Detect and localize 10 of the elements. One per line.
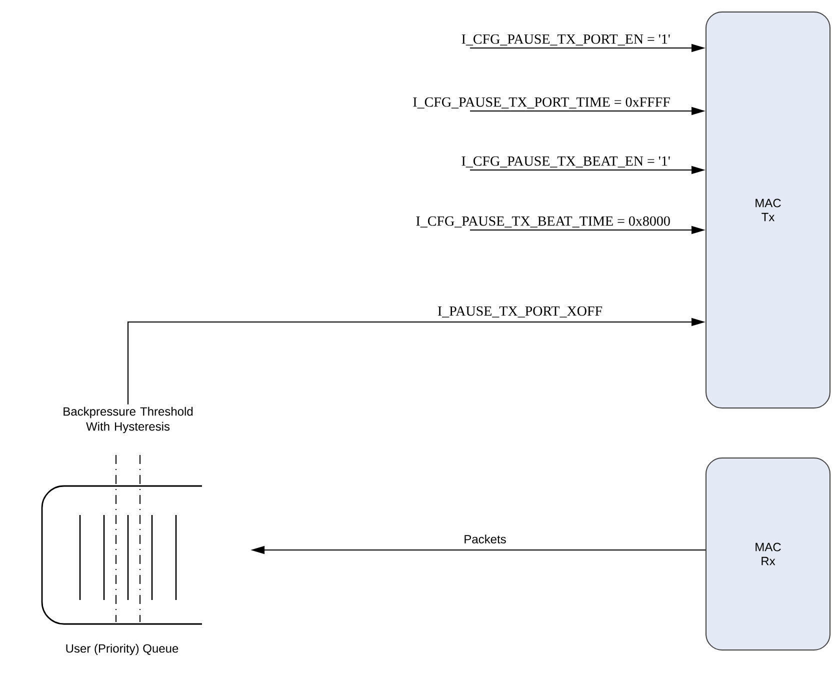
mac-block: MAC Rx	[706, 458, 830, 650]
edge-label: I_CFG_PAUSE_TX_BEAT_TIME = 0x8000	[416, 216, 670, 228]
edge-label: I_CFG_PAUSE_TX_BEAT_EN = '1'	[462, 156, 670, 168]
edge-label: Packets	[464, 534, 506, 544]
edge-label: I_CFG_PAUSE_TX_PORT_EN = '1'	[462, 34, 670, 46]
mac-block: MAC Tx	[706, 12, 830, 408]
threshold-label: Backpressure Threshold With Hysteresis	[64, 406, 193, 434]
queue-drawing: User (Priority) Queue	[41, 454, 202, 656]
edge-label: I_PAUSE_TX_PORT_XOFF	[438, 306, 602, 318]
edge-label: I_CFG_PAUSE_TX_PORT_TIME = 0xFFFF	[413, 97, 670, 108]
